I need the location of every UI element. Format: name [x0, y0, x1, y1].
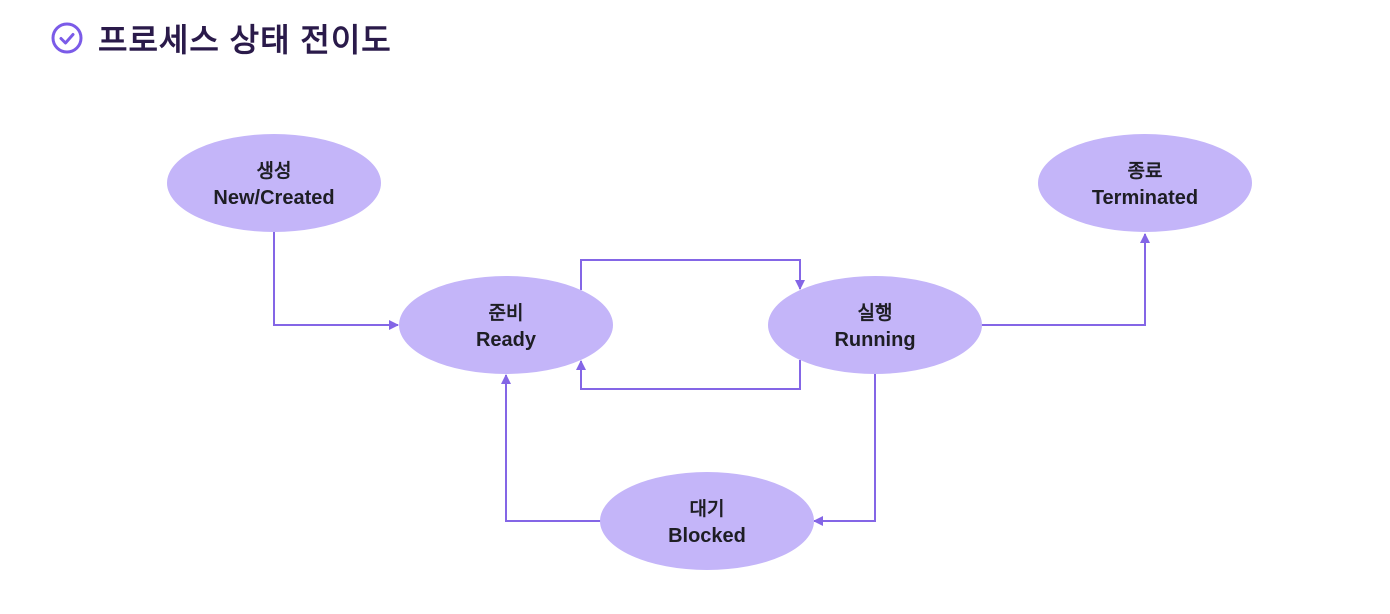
- node-blocked-label-ko: 대기: [690, 498, 725, 520]
- node-new-label-en: New/Created: [213, 187, 334, 209]
- node-ready-label-ko: 준비: [489, 302, 524, 324]
- node-running-label-ko: 실행: [858, 302, 893, 324]
- node-ready: 준비 Ready: [399, 276, 613, 374]
- node-terminated-label-ko: 종료: [1128, 161, 1163, 182]
- page-title: 프로세스 상태 전이도: [98, 22, 392, 58]
- node-running: 실행 Running: [768, 276, 982, 374]
- edge-blocked-to-ready: [501, 374, 601, 522]
- node-terminated-label-en: Terminated: [1092, 187, 1198, 209]
- node-new-label-ko: 생성: [257, 160, 292, 182]
- edge-new-to-ready: [273, 232, 399, 330]
- node-blocked-label-en: Blocked: [668, 525, 746, 547]
- page-header: 프로세스 상태 전이도: [50, 14, 392, 62]
- node-running-label-en: Running: [834, 329, 915, 351]
- node-ready-label-en: Ready: [476, 329, 537, 351]
- node-blocked: 대기 Blocked: [600, 472, 814, 570]
- edge-running-to-terminated: [981, 233, 1150, 326]
- node-terminated: 종료 Terminated: [1038, 134, 1252, 232]
- edge-ready-to-running: [580, 259, 805, 290]
- edge-running-to-ready: [576, 360, 801, 390]
- check-circle-icon: [50, 21, 84, 55]
- node-new: 생성 New/Created: [167, 134, 381, 232]
- edge-running-to-blocked: [813, 373, 876, 526]
